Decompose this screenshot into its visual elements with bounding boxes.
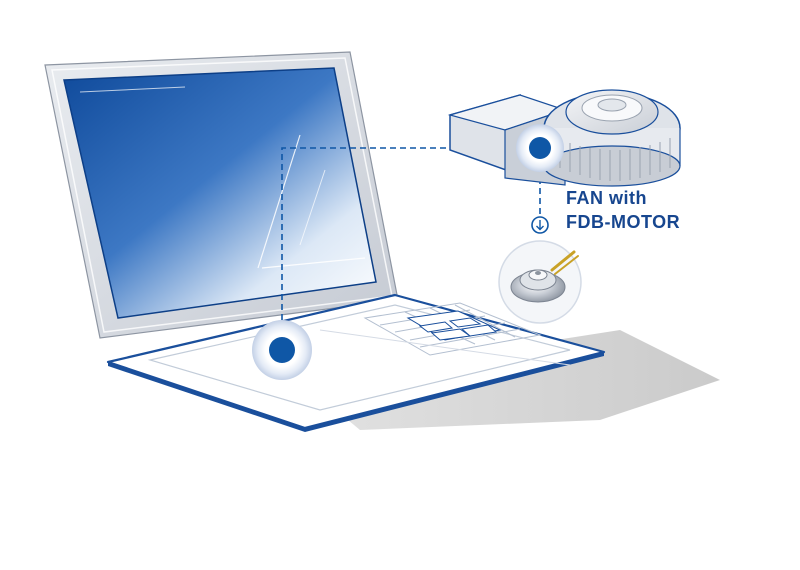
fan-label-line1: FAN with [566, 188, 647, 208]
laptop-screen [63, 67, 377, 319]
fdb-motor-image [498, 240, 582, 324]
fan-unit [447, 89, 681, 187]
fan-label-line2: FDB-MOTOR [566, 212, 681, 232]
fan-callout-label: FAN with FDB-MOTOR [566, 186, 680, 234]
laptop-base [106, 293, 606, 432]
laptop-lid [44, 51, 399, 339]
fan-callout-dot [516, 124, 564, 172]
keyboard-highlight [406, 310, 502, 341]
laptop-callout-dot [252, 320, 312, 380]
arrow-down-circle-icon [531, 216, 549, 234]
